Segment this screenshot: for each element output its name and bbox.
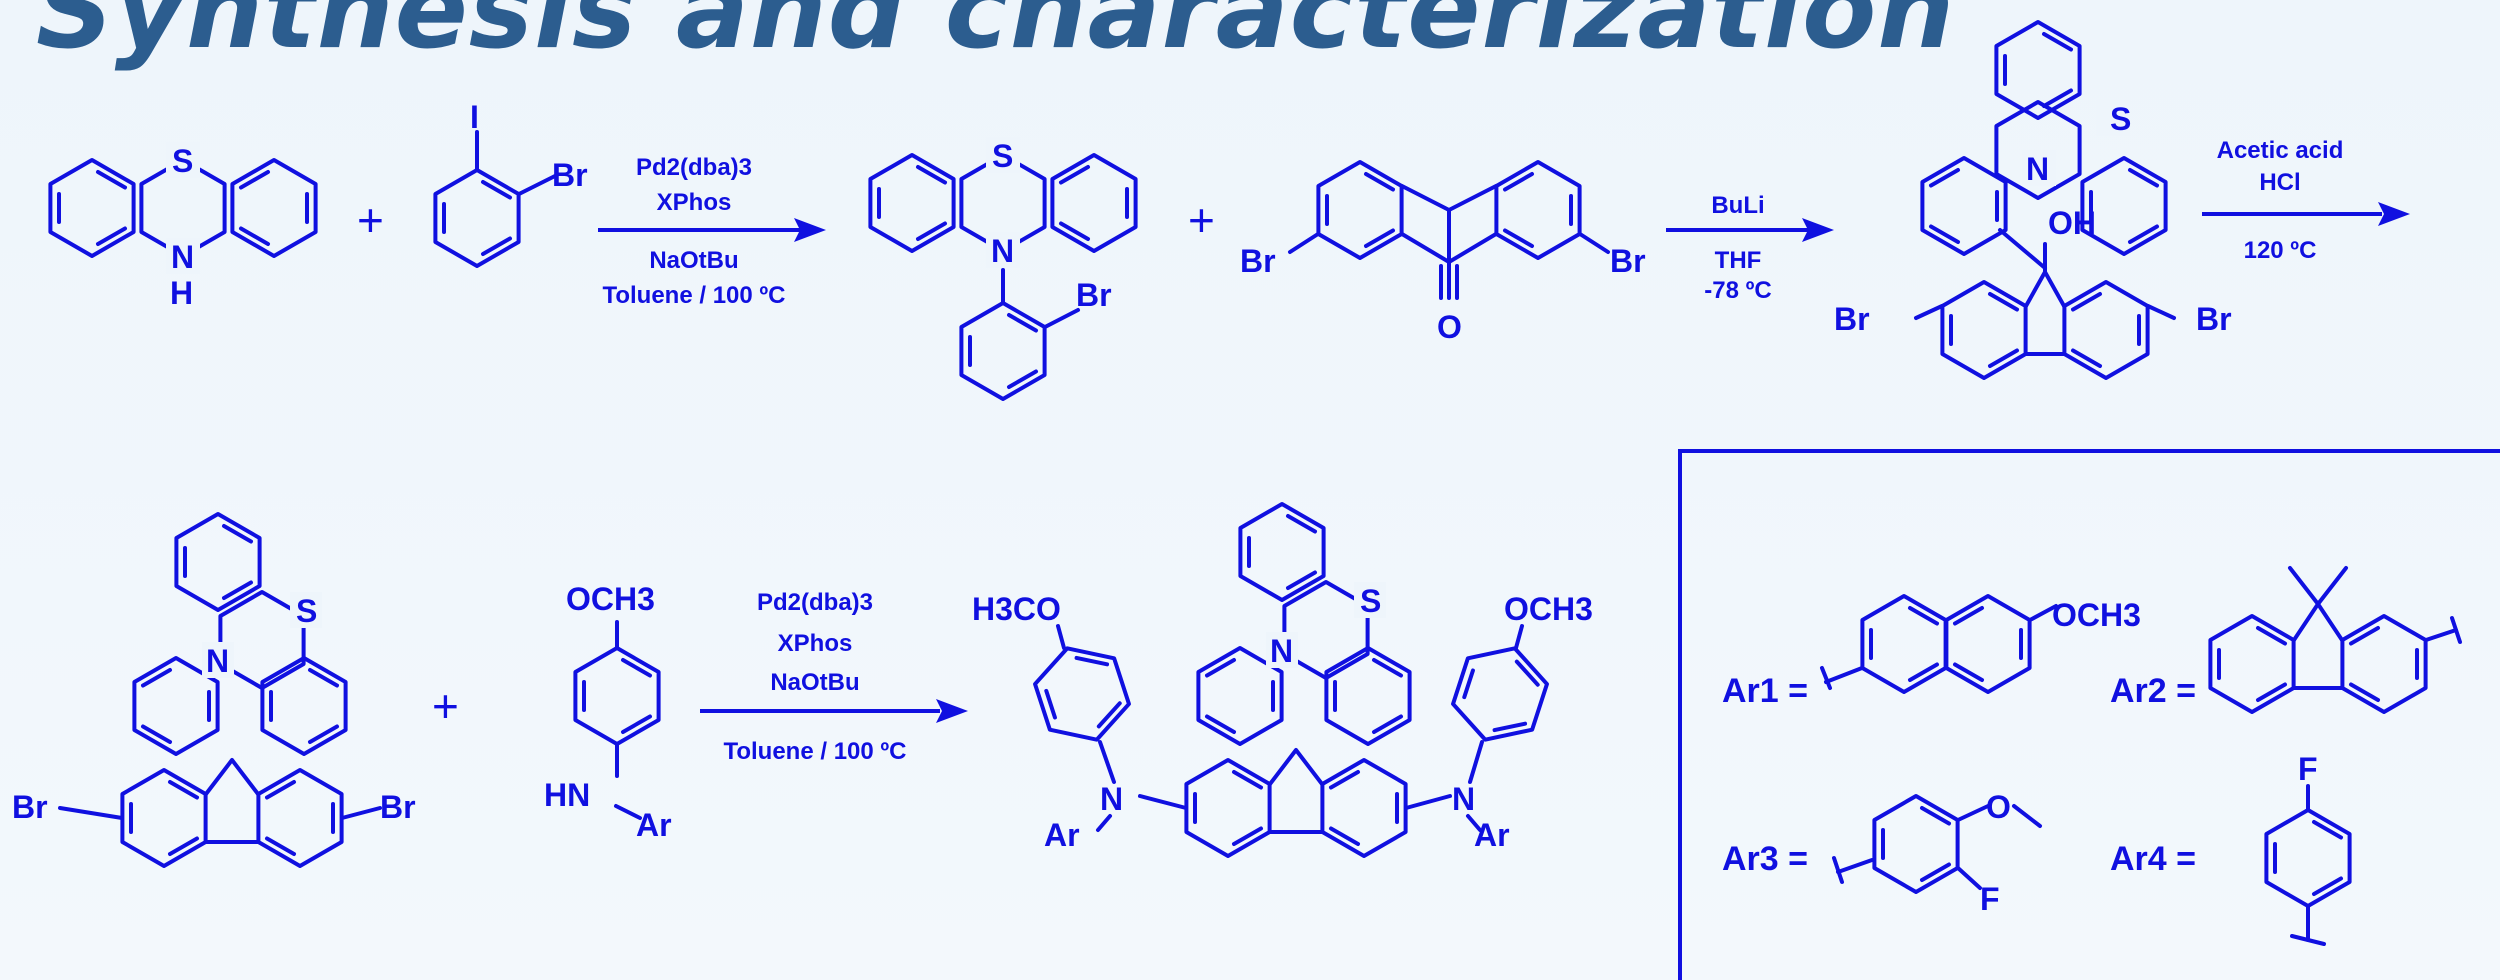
reaction-arrow-4: Pd2(dba)3 XPhos NaOtBu Toluene / 100 ºC	[700, 589, 968, 765]
atom-s: S	[296, 593, 317, 629]
reaction-3-acid: Acetic acid	[2217, 137, 2344, 164]
reaction-3-temperature: 120 ºC	[2244, 237, 2317, 264]
atom-br: Br	[1834, 301, 1870, 337]
reaction-3-acid-2: HCl	[2259, 169, 2300, 196]
dibromofluorenone-structure: O Br Br	[1240, 160, 1646, 345]
atom-n: N	[991, 233, 1014, 269]
page-title: Synthesis and characterization	[36, 0, 1956, 73]
final-product-structure: S N N Ar H3CO N Ar OCH3	[972, 502, 1593, 858]
ar4-definition: Ar4 = F	[2110, 751, 2352, 946]
reaction-2-solvent: THF	[1715, 247, 1762, 274]
atom-s: S	[1360, 583, 1381, 619]
reaction-1-ligand: XPhos	[657, 189, 732, 216]
atom-s: S	[992, 138, 1013, 174]
reaction-arrow-3: Acetic acid HCl 120 ºC	[2202, 137, 2410, 264]
atom-och3: OCH3	[1504, 591, 1593, 627]
atom-br: Br	[12, 789, 48, 825]
atom-br: Br	[552, 157, 588, 193]
atom-n: N	[1100, 781, 1123, 817]
atom-ar: Ar	[1474, 817, 1510, 853]
reaction-1-solvent: Toluene / 100 ºC	[602, 282, 785, 309]
ar1-definition: Ar1 = OCH3	[1722, 594, 2141, 710]
atom-n: N	[2026, 151, 2049, 187]
atom-s: S	[2110, 101, 2131, 137]
reaction-2-reagent: BuLi	[1711, 192, 1764, 219]
reaction-arrow-1: Pd2(dba)3 XPhos NaOtBu Toluene / 100 ºC	[598, 154, 826, 309]
atom-h: H	[170, 275, 193, 311]
atom-oh: OH	[2048, 205, 2096, 241]
plus-sign-2: +	[1188, 194, 1215, 246]
phenothiazine-structure: S N H	[48, 142, 318, 311]
reaction-4-solvent: Toluene / 100 ºC	[723, 738, 906, 765]
ar2-label: Ar2 =	[2110, 672, 2196, 710]
ar2-definition: Ar2 =	[2110, 566, 2462, 714]
reaction-arrow-2: BuLi THF -78 ºC	[1666, 192, 1834, 304]
bromo-iodo-benzene-structure: I Br	[433, 99, 588, 268]
atom-s: S	[172, 143, 193, 179]
reaction-1-catalyst: Pd2(dba)3	[636, 154, 752, 181]
reaction-4-catalyst: Pd2(dba)3	[757, 589, 873, 616]
atom-i: I	[470, 99, 479, 135]
plus-sign-1: +	[357, 194, 384, 246]
atom-o: O	[1437, 309, 1462, 345]
atom-n: N	[1270, 633, 1293, 669]
atom-och3: OCH3	[566, 581, 655, 617]
atom-br: Br	[1240, 243, 1276, 279]
ar3-definition: Ar3 = O F	[1722, 789, 2042, 917]
atom-f: F	[2298, 751, 2318, 787]
methoxy-diarylamine-structure: OCH3 HN Ar	[544, 581, 672, 843]
reaction-1-base: NaOtBu	[649, 247, 738, 274]
plus-sign-3: +	[432, 680, 459, 732]
atom-n: N	[1452, 781, 1475, 817]
ar4-label: Ar4 =	[2110, 840, 2196, 878]
atom-f: F	[1980, 881, 2000, 917]
ar1-label: Ar1 =	[1722, 672, 1808, 710]
fluorenol-intermediate-structure: S N OH Br Br	[1834, 20, 2232, 380]
atom-n: N	[206, 643, 229, 679]
atom-hn: HN	[544, 777, 590, 813]
atom-br: Br	[1076, 277, 1112, 313]
atom-ar: Ar	[1044, 817, 1080, 853]
atom-o: O	[1986, 789, 2011, 825]
atom-h3co: H3CO	[972, 591, 1061, 627]
reaction-4-base: NaOtBu	[770, 669, 859, 696]
ar-substituent-box	[1678, 449, 2500, 980]
reaction-2-temperature: -78 ºC	[1704, 277, 1771, 304]
n-aryl-phenothiazine-structure: S N Br	[868, 137, 1138, 401]
dibromo-spiro-core-structure: S N Br Br	[12, 512, 416, 868]
atom-och3: OCH3	[2052, 597, 2141, 633]
atom-br: Br	[380, 789, 416, 825]
atom-n: N	[171, 239, 194, 275]
atom-ar: Ar	[636, 807, 672, 843]
atom-br: Br	[1610, 243, 1646, 279]
reaction-4-ligand: XPhos	[778, 630, 853, 657]
atom-br: Br	[2196, 301, 2232, 337]
ar3-label: Ar3 =	[1722, 840, 1808, 878]
